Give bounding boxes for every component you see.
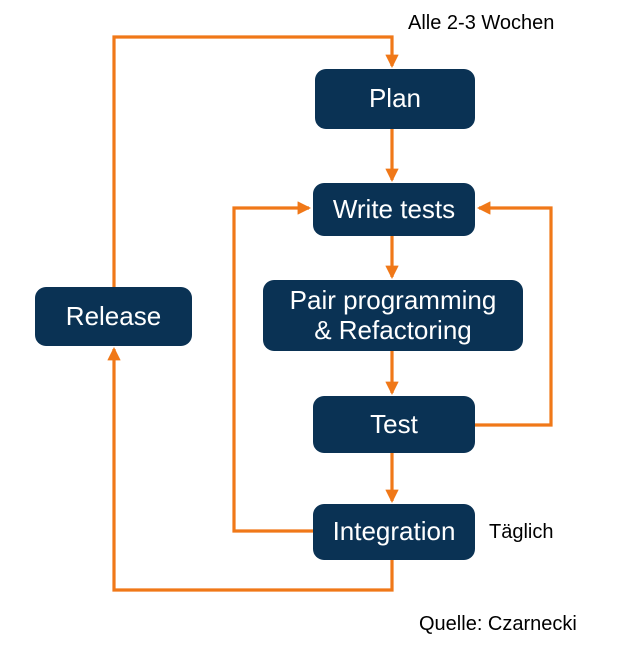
node-plan[interactable]: Plan [315,69,475,129]
node-integration[interactable]: Integration [313,504,475,560]
node-pair-programming-refactoring[interactable]: Pair programming & Refactoring [263,280,523,351]
node-pair-programming-refactoring-label: Pair programming & Refactoring [289,285,497,345]
caption-source-attribution: Quelle: Czarnecki [419,613,577,635]
node-write-tests[interactable]: Write tests [313,183,475,236]
caption-daily-cadence: Täglich [489,521,554,543]
connector-release-to-plan [112,35,399,287]
node-release-label: Release [65,300,162,331]
connector-integration-to-write-tests [232,201,313,533]
node-test-label: Test [370,408,418,439]
node-test[interactable]: Test [313,396,475,453]
connector-test-to-write-tests [475,201,553,427]
node-integration-label: Integration [332,516,456,547]
node-plan-label: Plan [368,83,422,114]
caption-iteration-cadence: Alle 2-3 Wochen [408,12,555,34]
connector-integration-to-release [107,346,394,592]
node-release[interactable]: Release [35,287,192,346]
node-write-tests-label: Write tests [332,193,456,224]
